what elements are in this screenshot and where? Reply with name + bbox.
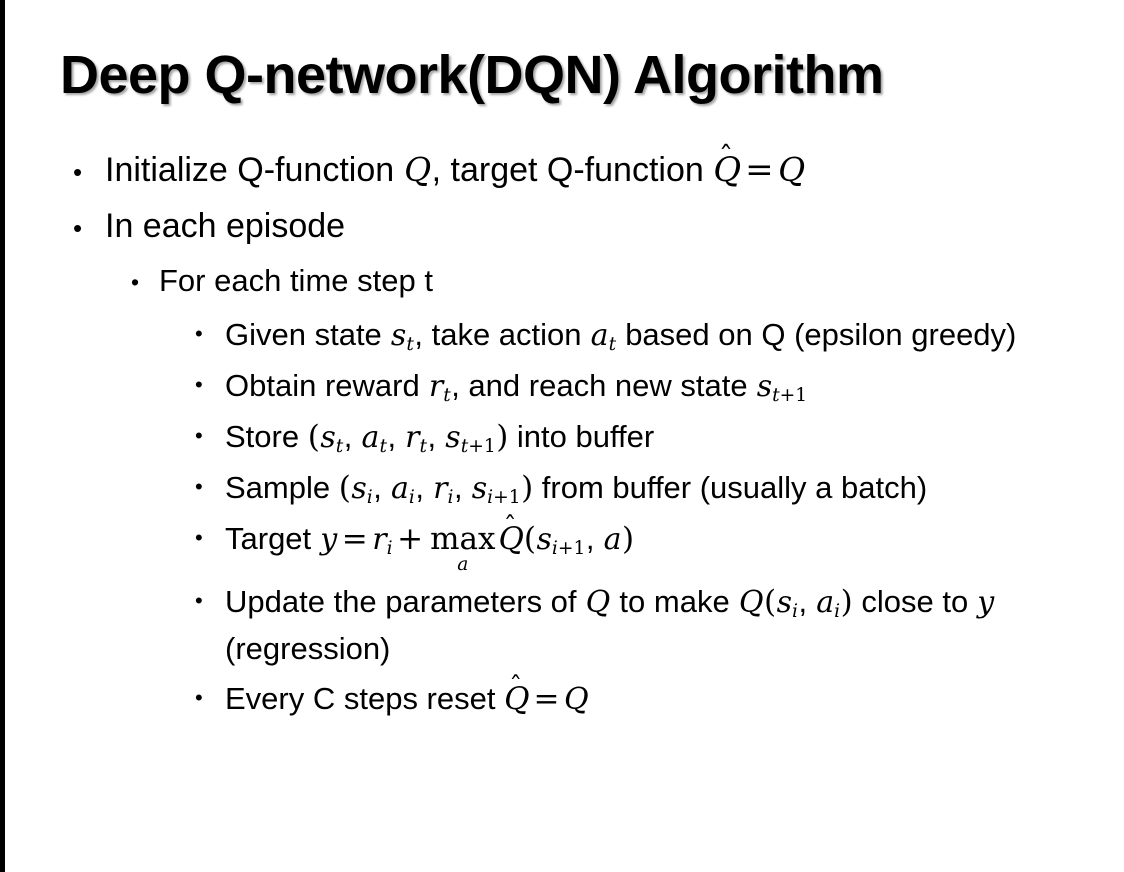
bullet-text: Store (st, at, rt, st+1) into buffer	[225, 419, 655, 458]
math-operator: =	[745, 150, 774, 190]
math-variable: Q	[404, 150, 432, 189]
bullet-text: Sample (si, ai, ri, si+1) from buffer (u…	[225, 470, 928, 509]
bullet-text: In each episode	[105, 207, 346, 245]
math-variable: Q	[738, 584, 764, 620]
bullet-text: Initialize Q-function Q, target Q-functi…	[105, 140, 1124, 192]
math-subscript: i	[792, 600, 798, 622]
bullet-list: • Initialize Q-function Q, target Q-funct…	[5, 140, 1124, 727]
math-variable: y	[320, 522, 338, 557]
math-paren: )	[622, 521, 635, 557]
hat-accent-icon: ˆ	[509, 672, 523, 702]
math-variable-subscripted: rt	[428, 369, 451, 407]
bullet-text: For each time step t	[159, 263, 433, 298]
math-subscript: i	[408, 487, 415, 509]
bullet-marker-icon: •	[195, 321, 203, 346]
bullet-update-parameters: • Update the parameters of Q to make Q(si…	[5, 579, 1124, 672]
math-variable: Q	[564, 681, 589, 717]
bullet-text: Update the parameters of Q to make Q(si,…	[225, 583, 995, 666]
bullet-for-each-time-step: • For each time step t	[5, 260, 1124, 302]
math-variable-subscripted: si	[351, 471, 373, 509]
math-variable: y	[977, 584, 995, 620]
bullet-marker-icon: •	[195, 423, 203, 448]
math-variable-subscripted: ri	[372, 522, 393, 560]
math-variable: Q	[778, 150, 806, 189]
math-operator-limit: a	[457, 554, 469, 575]
math-variable-subscripted: si+1	[471, 471, 521, 509]
math-paren: )	[840, 583, 853, 620]
math-subscript: t	[443, 385, 451, 407]
bullet-marker-icon: •	[195, 525, 203, 550]
math-paren: (	[307, 419, 320, 455]
bullet-marker-icon: •	[73, 157, 83, 187]
math-paren: (	[523, 521, 536, 557]
math-variable: a	[603, 522, 622, 557]
math-variable-subscripted: ai	[390, 471, 415, 509]
math-variable-subscripted: st	[390, 318, 414, 356]
math-subscript: t	[335, 436, 344, 458]
hat-accent-icon: ˆ	[503, 512, 517, 543]
math-subscript: t+1	[772, 385, 808, 407]
math-variable-subscripted: rt	[405, 420, 428, 458]
hat-accent-icon: ˆ	[718, 140, 734, 175]
math-subscript: t	[608, 334, 617, 356]
math-paren: )	[496, 419, 509, 455]
bullet-text: Given state st, take action at based on …	[225, 317, 1017, 356]
page-title: Deep Q-network(DQN) Algorithm	[60, 45, 884, 105]
math-variable: Q	[585, 584, 611, 620]
bullet-text: Obtain reward rt, and reach new state st…	[225, 368, 808, 407]
math-subscript: i+1	[551, 538, 586, 560]
bullet-given-state-take-action: •Given state st, take action at based on…	[5, 312, 1124, 359]
math-variable-subscripted: st+1	[756, 369, 808, 407]
math-variable-subscripted: si	[776, 584, 798, 622]
math-subscript: t	[419, 436, 428, 458]
math-subscript: i	[366, 487, 373, 509]
math-variable-subscripted: si+1	[536, 522, 586, 560]
math-operator-name: max	[430, 521, 496, 557]
math-subscript: t	[379, 436, 387, 458]
bullet-initialize-q-function: • Initialize Q-function Q, target Q-funct…	[5, 140, 1124, 192]
bullet-marker-icon: •	[195, 684, 203, 710]
math-operator: =	[341, 521, 368, 557]
bullet-marker-icon: •	[195, 587, 203, 613]
math-variable-subscripted: ai	[816, 584, 841, 622]
math-subscript: t+1	[460, 436, 496, 458]
math-variable-subscripted: at	[590, 318, 617, 356]
bullet-marker-icon: •	[131, 269, 140, 295]
math-operator: =	[533, 680, 560, 717]
bullet-store-into-buffer: • Store (st, at, rt, st+1) into buffer	[5, 414, 1124, 461]
math-subscript: i	[834, 600, 841, 622]
math-subscript: i+1	[487, 487, 521, 509]
bullet-marker-icon: •	[195, 372, 203, 397]
math-paren: (	[338, 470, 351, 506]
math-variable-subscripted: st+1	[445, 420, 496, 458]
bullet-marker-icon: •	[73, 213, 83, 243]
bullet-in-each-episode: • In each episode	[5, 204, 1124, 248]
math-variable-subscripted: st	[320, 420, 344, 458]
math-operator: +	[397, 521, 424, 557]
math-subscript: i	[386, 538, 393, 560]
bullet-obtain-reward: • Obtain reward rt, and reach new state s…	[5, 363, 1124, 410]
math-variable-subscripted: at	[361, 420, 387, 458]
math-subscript: i	[447, 487, 454, 509]
bullet-marker-icon: •	[195, 474, 203, 499]
math-paren: )	[521, 470, 534, 506]
math-variable-subscripted: ri	[433, 471, 454, 509]
bullet-sample-from-buffer: • Sample (si, ai, ri, si+1) from buffer (…	[5, 465, 1124, 512]
math-subscript: t	[406, 334, 414, 356]
math-paren: (	[763, 583, 777, 620]
